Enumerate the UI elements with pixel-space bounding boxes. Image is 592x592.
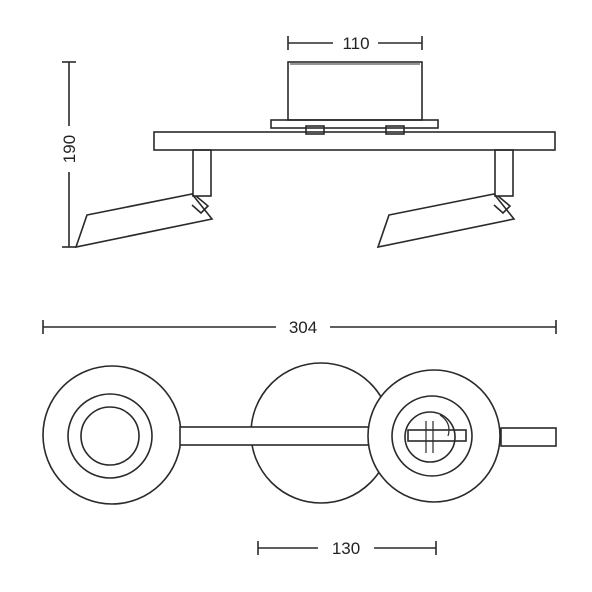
dimension-height <box>62 61 76 248</box>
top-view <box>42 362 557 505</box>
label-height: 190 <box>60 135 79 163</box>
left-stem <box>192 149 212 197</box>
dimension-base-diameter <box>257 541 437 555</box>
bar-right-end <box>500 427 557 447</box>
main-bar <box>153 131 556 151</box>
left-spot-head <box>74 193 214 249</box>
label-base-diameter: 130 <box>332 539 360 558</box>
bar-middle <box>179 426 381 446</box>
right-spot-head <box>376 193 516 249</box>
label-total-width: 304 <box>289 318 317 337</box>
left-spot-top <box>42 365 182 505</box>
mounting-box <box>287 61 423 121</box>
label-top-width: 110 <box>342 34 369 53</box>
side-view <box>74 61 556 249</box>
dimension-top-width <box>287 36 423 50</box>
connector-right <box>385 125 405 135</box>
dimension-total-width <box>42 320 557 334</box>
connector-left <box>305 125 325 135</box>
right-spot-top <box>367 369 501 503</box>
right-stem <box>494 149 514 197</box>
mounting-plate <box>270 119 439 129</box>
